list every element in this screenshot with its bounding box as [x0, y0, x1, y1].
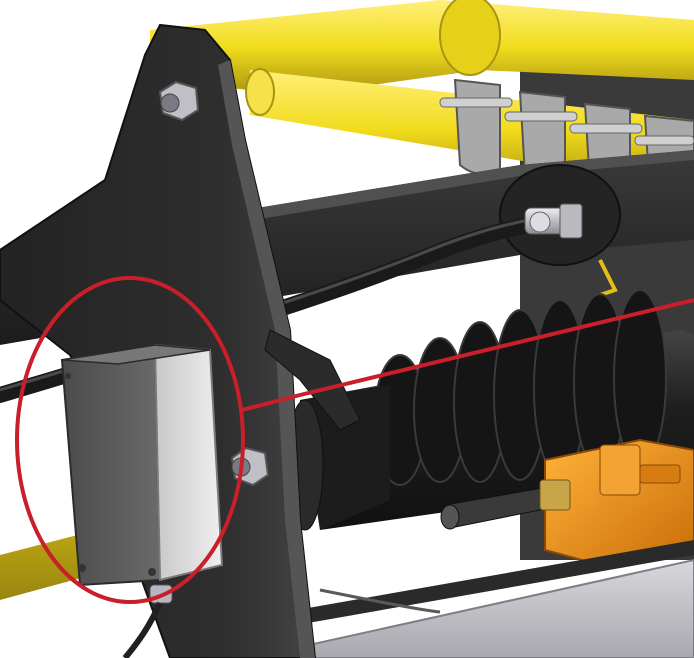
upper-bolt	[158, 80, 200, 122]
highlight-circle	[15, 276, 245, 604]
box-screw	[78, 564, 86, 572]
middle-bolt	[230, 446, 270, 487]
mounting-plate-edge	[218, 60, 315, 658]
threaded-rod	[440, 479, 571, 530]
box-screw	[65, 373, 71, 379]
orange-component	[544, 438, 694, 567]
thin-cable	[319, 588, 441, 614]
bottom-rail	[240, 540, 694, 635]
cable-fitting	[524, 203, 583, 239]
box-cable	[122, 601, 163, 658]
yellow-wire	[598, 259, 618, 297]
bottom-tray	[249, 558, 694, 658]
box-screw	[148, 568, 156, 576]
yellow-tube-end	[439, 0, 501, 76]
highlight-pointer-line	[241, 298, 694, 412]
clamp	[439, 78, 513, 175]
corrugated-hose	[286, 289, 694, 531]
yellow-tube-cap	[245, 68, 275, 116]
support-bar	[264, 329, 361, 431]
junction-box	[60, 343, 224, 587]
main-beam-top-edge	[0, 150, 694, 262]
upper-yellow-tube	[150, 0, 694, 95]
